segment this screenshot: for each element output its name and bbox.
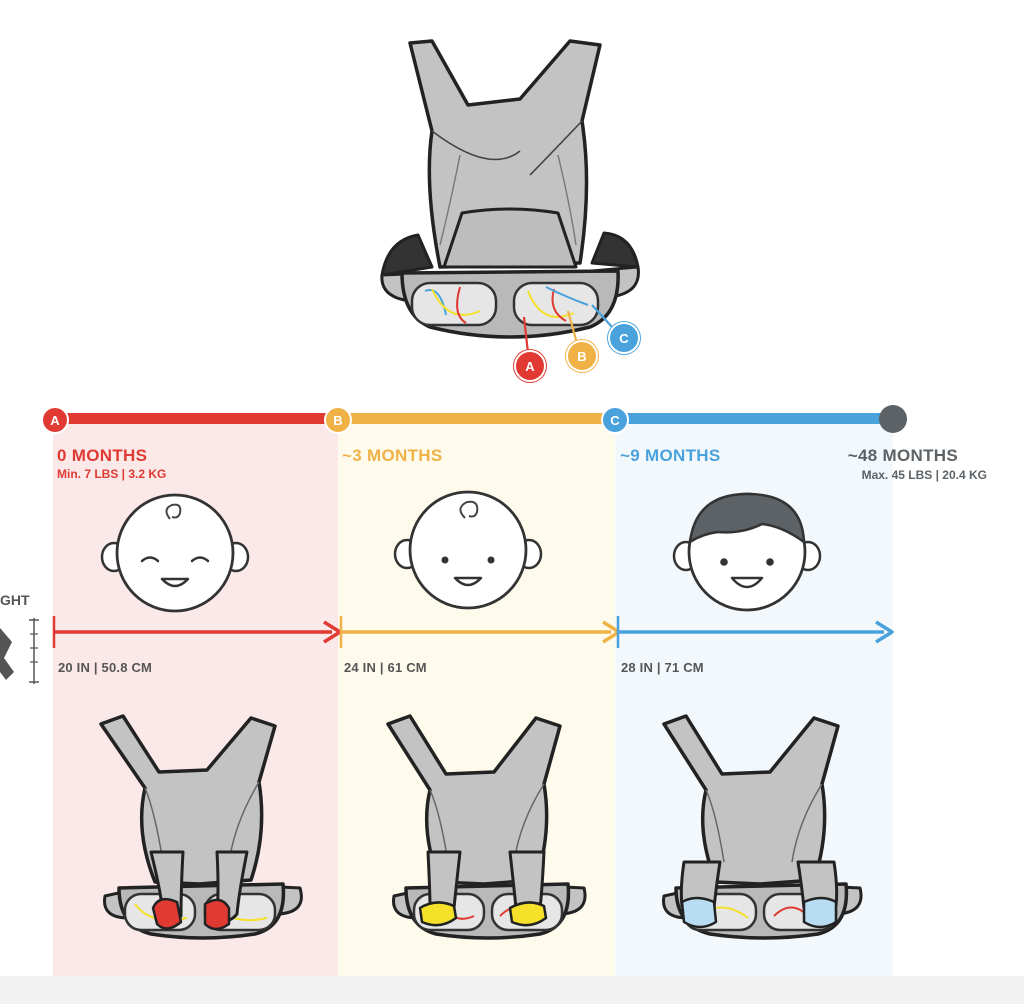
- timeline-end-marker: [879, 405, 907, 433]
- length-arrow-b: [339, 616, 621, 648]
- stage-b-carrier-illustration: [386, 714, 587, 940]
- stage-a-title: 0 MONTHS: [57, 446, 148, 465]
- callout-b-badge: B: [566, 340, 598, 372]
- child-height-icon: [0, 618, 39, 684]
- stage-a-carrier-illustration: [99, 714, 303, 940]
- callout-c-badge: C: [608, 322, 640, 354]
- timeline-marker-b: B: [324, 406, 352, 434]
- sleeping-newborn-face-icon: [100, 493, 250, 613]
- callout-a-badge: A: [514, 350, 546, 382]
- timeline-marker-a: A: [41, 406, 69, 434]
- stage-b-title: ~3 MONTHS: [342, 446, 443, 465]
- stage-a-length: 20 IN | 50.8 CM: [58, 660, 153, 675]
- end-stage-title: ~48 MONTHS: [847, 446, 958, 465]
- timeline-bar-c: [615, 413, 893, 424]
- stage-b-length: 24 IN | 61 CM: [344, 660, 427, 675]
- toddler-face-icon: [672, 492, 822, 612]
- stage-a-weight: Min. 7 LBS | 3.2 KG: [57, 467, 167, 481]
- timeline-bar-b: [338, 413, 615, 424]
- top-carrier-illustration: [380, 39, 640, 354]
- infant-face-icon: [393, 490, 543, 610]
- length-arrow-c: [616, 616, 894, 648]
- timeline-marker-c: C: [601, 406, 629, 434]
- stage-c-carrier-illustration: [662, 714, 863, 940]
- bottom-strip: [0, 976, 1024, 1004]
- height-axis-label: GHT: [0, 592, 30, 608]
- stage-c-title: ~9 MONTHS: [620, 446, 721, 465]
- length-arrow-a: [52, 616, 342, 648]
- stage-c-length: 28 IN | 71 CM: [621, 660, 704, 675]
- timeline-bar-a: [53, 413, 338, 424]
- end-stage-weight: Max. 45 LBS | 20.4 KG: [861, 468, 987, 482]
